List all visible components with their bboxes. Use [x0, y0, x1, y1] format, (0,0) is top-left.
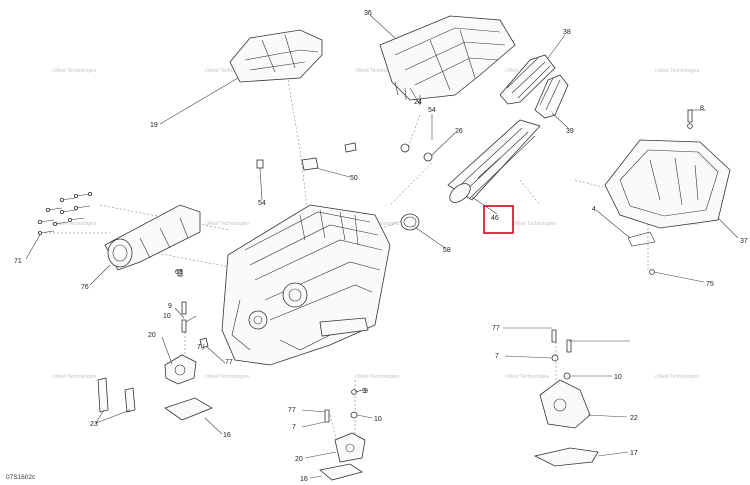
- engine-mount-left: [97, 269, 213, 421]
- callout-22: 22: [630, 415, 638, 422]
- callout-37: 37: [740, 238, 748, 245]
- callout-16: 16: [300, 476, 308, 483]
- callout-20: 20: [148, 332, 156, 339]
- callout-20: 20: [295, 456, 303, 463]
- air-box: [229, 29, 323, 83]
- callout-26: 26: [455, 128, 463, 135]
- exhaust-manifold: [104, 204, 201, 271]
- watermark: cWest Technologies: [205, 374, 250, 380]
- engine-mount-right: [533, 109, 693, 467]
- callout-77: 77: [225, 359, 233, 366]
- callout-17: 17: [630, 450, 638, 457]
- callout-23: 23: [90, 421, 98, 428]
- watermark: cWest Technologies: [512, 221, 557, 227]
- callout-7: 7: [197, 344, 201, 351]
- callout-71: 71: [14, 258, 22, 265]
- callout-76: 76: [81, 284, 89, 291]
- callout-9: 9: [364, 388, 368, 395]
- breather-tube: [230, 116, 401, 161]
- callout-9: 9: [168, 303, 172, 310]
- callout-39: 39: [566, 128, 574, 135]
- manifold-bolts: [38, 191, 93, 235]
- callout-38: 38: [563, 29, 571, 36]
- engine-assembly: [221, 204, 391, 366]
- callout-16: 16: [223, 432, 231, 439]
- watermark: cWest Technologies: [52, 221, 97, 227]
- callout-54: 54: [428, 107, 436, 114]
- engine-mount-center: [319, 389, 366, 481]
- corrugated-intake-hose: [447, 119, 541, 203]
- diagram-reference-code: 07S1602c: [6, 474, 36, 481]
- leader-lines: [25, 14, 739, 479]
- callout-36: 36: [364, 10, 372, 17]
- callout-4: 4: [592, 206, 596, 213]
- callout-75: 75: [706, 281, 714, 288]
- callout-10: 10: [614, 374, 622, 381]
- callout-10: 10: [163, 313, 171, 320]
- watermark: cWest Technologies: [505, 374, 550, 380]
- highlight-box-callout-46: [483, 205, 514, 234]
- callout-24: 24: [414, 99, 422, 106]
- watermark: cWest Technologies: [355, 374, 400, 380]
- callout-58: 58: [443, 247, 451, 254]
- callout-77: 77: [492, 325, 500, 332]
- callout-9: 9: [362, 388, 366, 395]
- small-fittings: [256, 142, 433, 171]
- callout-labels: 36 38 19 24 54 26 39 8 50 54 46 4 37 58 …: [14, 10, 748, 483]
- callout-54: 54: [258, 200, 266, 207]
- watermark: cWest Technologies: [52, 68, 97, 74]
- callout-10: 10: [374, 416, 382, 423]
- watermark: cWest Technologies: [52, 374, 97, 380]
- watermark: cWest Technologies: [205, 68, 250, 74]
- callout-7: 7: [292, 424, 296, 431]
- intake-cover: [379, 15, 516, 104]
- callout-63: 63: [175, 269, 183, 276]
- intake-hoses: [499, 54, 569, 119]
- watermark: cWest Technologies: [355, 68, 400, 74]
- hose-clamp: [400, 213, 420, 231]
- watermark: cWest Technologies: [205, 221, 250, 227]
- oil-pan: [604, 139, 731, 247]
- callout-46: 46: [491, 215, 499, 222]
- callout-7: 7: [495, 353, 499, 360]
- callout-19: 19: [150, 122, 158, 129]
- watermark: cWest Technologies: [655, 68, 700, 74]
- callout-50: 50: [350, 175, 358, 182]
- watermark: cWest Technologies: [655, 374, 700, 380]
- callout-77: 77: [288, 407, 296, 414]
- callout-8: 8: [700, 105, 704, 112]
